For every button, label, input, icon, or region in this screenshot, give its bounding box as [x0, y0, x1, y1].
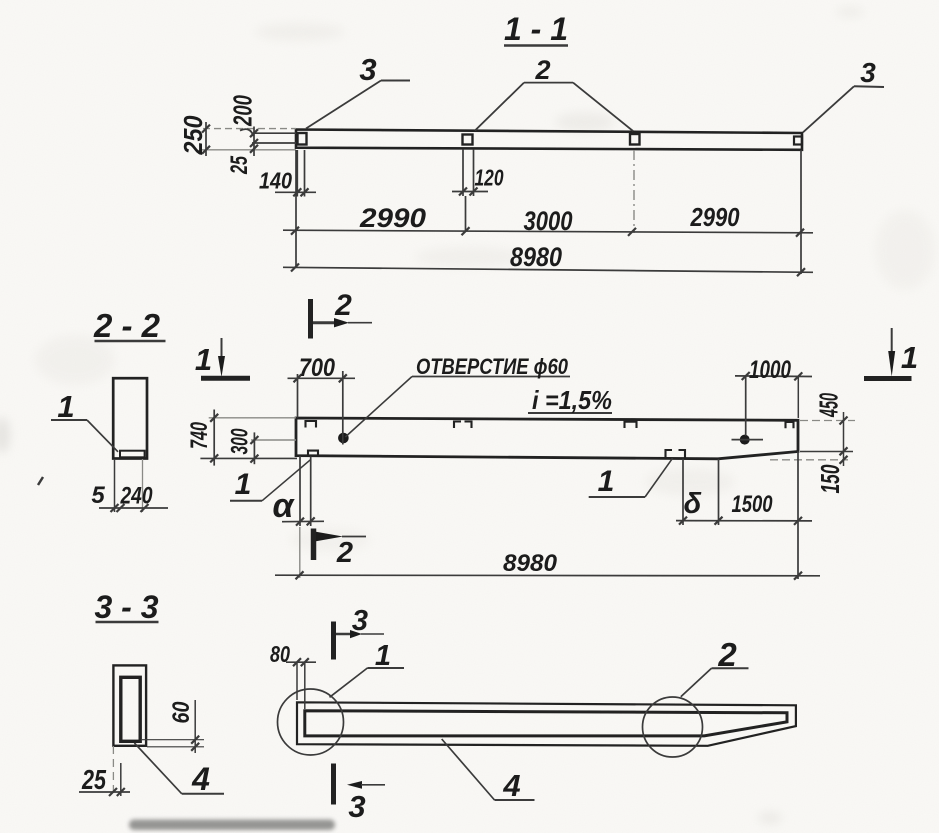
svg-text:60: 60: [168, 701, 195, 724]
svg-text:2: 2: [717, 636, 737, 673]
svg-text:200: 200: [228, 95, 258, 127]
svg-text:3: 3: [352, 605, 368, 637]
svg-text:1: 1: [195, 342, 212, 377]
svg-text:120: 120: [475, 165, 504, 191]
svg-text:1 - 1: 1 - 1: [504, 11, 568, 47]
svg-text:240: 240: [120, 483, 153, 510]
svg-text:80: 80: [270, 641, 290, 667]
svg-text:3: 3: [860, 57, 876, 88]
svg-text:1: 1: [375, 640, 391, 672]
svg-text:ОТВЕРСТИЕ ϕ60: ОТВЕРСТИЕ ϕ60: [416, 354, 569, 379]
svg-text:δ: δ: [684, 488, 702, 520]
svg-text:2990: 2990: [690, 202, 740, 232]
svg-text:3: 3: [359, 52, 376, 87]
svg-text:150: 150: [815, 464, 845, 493]
svg-text:3: 3: [348, 789, 365, 824]
svg-text:1000: 1000: [749, 356, 791, 384]
svg-text:25: 25: [81, 764, 106, 795]
svg-text:1500: 1500: [732, 491, 774, 518]
svg-text:3 - 3: 3 - 3: [94, 589, 158, 625]
svg-text:4: 4: [502, 768, 520, 803]
svg-text:α: α: [272, 487, 295, 525]
svg-text:2990: 2990: [359, 203, 426, 233]
svg-text:700: 700: [299, 354, 335, 382]
svg-text:140: 140: [259, 168, 292, 194]
svg-text:2 - 2: 2 - 2: [93, 307, 161, 344]
svg-text:450: 450: [814, 393, 844, 418]
svg-text:2: 2: [336, 537, 353, 569]
svg-text:i =1,5%: i =1,5%: [532, 385, 612, 415]
svg-text:8980: 8980: [510, 242, 562, 272]
svg-text:4: 4: [191, 761, 210, 797]
svg-text:3000: 3000: [524, 206, 573, 236]
svg-text:2: 2: [534, 55, 550, 85]
svg-text:1: 1: [235, 468, 252, 501]
svg-text:740: 740: [186, 422, 213, 449]
svg-text:5: 5: [91, 482, 105, 509]
svg-text:250: 250: [178, 115, 208, 155]
svg-text:1: 1: [598, 465, 615, 498]
svg-text:1: 1: [57, 389, 74, 424]
svg-text:1: 1: [901, 340, 918, 375]
svg-text:25: 25: [226, 156, 253, 175]
svg-text:300: 300: [227, 428, 254, 454]
svg-text:8980: 8980: [503, 550, 558, 577]
svg-text:2: 2: [334, 289, 352, 322]
